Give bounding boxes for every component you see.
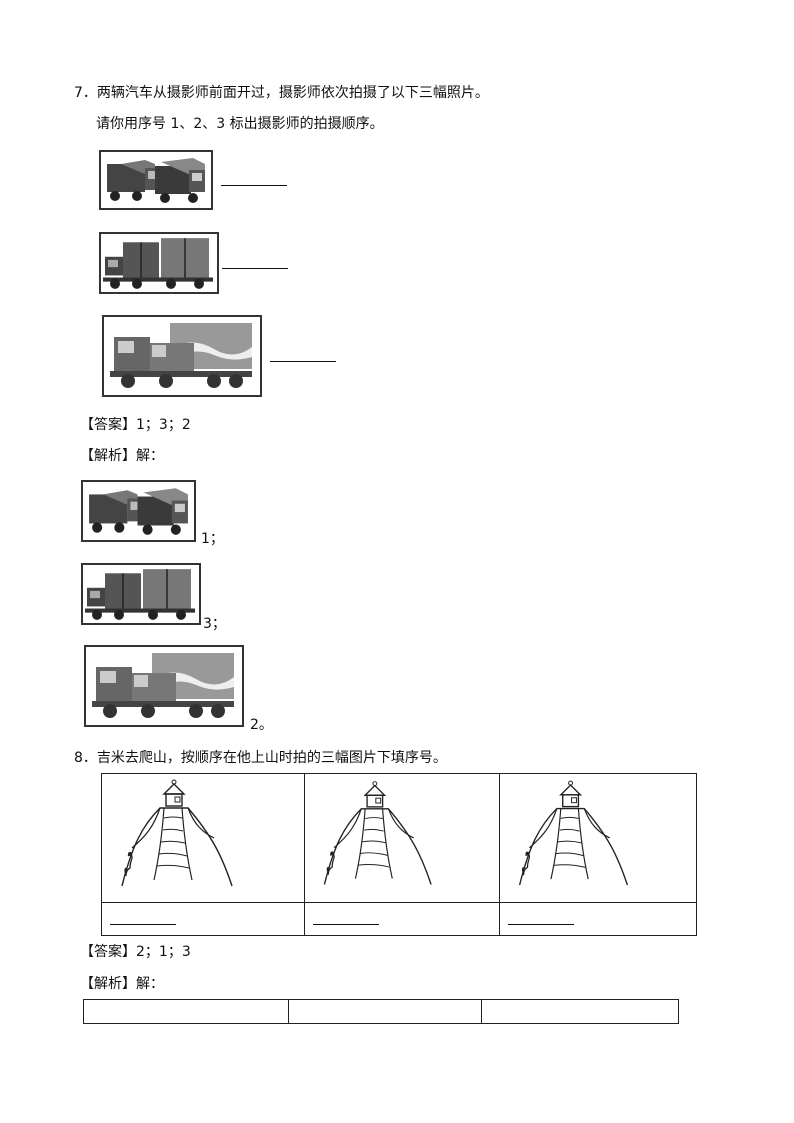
question-7-analysis: 【解析】解： bbox=[80, 447, 164, 465]
question-8-answer: 【答案】2；1；3 bbox=[80, 943, 191, 961]
analysis-label: 【解析】 bbox=[80, 448, 136, 464]
answer-label: 【答案】 bbox=[80, 944, 136, 960]
answer-cell[interactable] bbox=[101, 902, 305, 936]
question-7-number: 7． bbox=[74, 85, 97, 101]
analysis-cell bbox=[481, 999, 679, 1024]
analysis-text: 解： bbox=[136, 976, 164, 992]
question-8-analysis: 【解析】解： bbox=[80, 975, 164, 993]
answer-blank-3[interactable] bbox=[270, 361, 336, 362]
question-7-prompt: 7．两辆汽车从摄影师前面开过，摄影师依次拍摄了以下三幅照片。 bbox=[74, 84, 489, 102]
truck-photo-icon bbox=[102, 315, 262, 397]
picture-cell bbox=[498, 773, 697, 903]
question-8-line1: 吉米去爬山，按顺序在他上山时拍的三幅图片下填序号。 bbox=[96, 750, 447, 766]
picture-cell bbox=[303, 773, 500, 903]
analysis-table bbox=[83, 999, 679, 1024]
analysis-mark-2: 3； bbox=[203, 616, 226, 632]
answer-cell[interactable] bbox=[498, 902, 697, 936]
answer-blank[interactable] bbox=[312, 924, 379, 925]
analysis-text: 解： bbox=[136, 448, 164, 464]
answer-blank[interactable] bbox=[507, 924, 574, 925]
mountain-house-icon bbox=[305, 774, 499, 898]
question-8-number: 8． bbox=[74, 750, 97, 766]
answer-label: 【答案】 bbox=[80, 417, 136, 433]
mountain-picture-table bbox=[101, 773, 697, 936]
answer-text: 1；3；2 bbox=[136, 417, 191, 433]
analysis-cell bbox=[287, 999, 483, 1024]
analysis-mark-3: 2。 bbox=[250, 717, 273, 733]
question-7-instruction: 请你用序号 1、2、3 标出摄影师的拍摄顺序。 bbox=[96, 116, 384, 132]
question-7-answer: 【答案】1；3；2 bbox=[80, 416, 191, 434]
answer-blank-2[interactable] bbox=[222, 268, 288, 269]
truck-photo-icon bbox=[81, 563, 201, 625]
answer-cell[interactable] bbox=[303, 902, 500, 936]
picture-cell bbox=[101, 773, 305, 903]
analysis-label: 【解析】 bbox=[80, 976, 136, 992]
answer-blank-1[interactable] bbox=[221, 185, 287, 186]
question-8-prompt: 8．吉米去爬山，按顺序在他上山时拍的三幅图片下填序号。 bbox=[74, 749, 447, 767]
analysis-mark-1: 1； bbox=[201, 531, 224, 547]
answer-text: 2；1；3 bbox=[136, 944, 191, 960]
question-7-line1: 两辆汽车从摄影师前面开过，摄影师依次拍摄了以下三幅照片。 bbox=[96, 85, 489, 101]
truck-photo-icon bbox=[99, 232, 219, 294]
analysis-cell bbox=[83, 999, 289, 1024]
answer-blank[interactable] bbox=[110, 924, 176, 925]
truck-photo-icon bbox=[99, 150, 213, 210]
truck-photo-icon bbox=[84, 645, 244, 727]
truck-photo-icon bbox=[81, 480, 196, 542]
mountain-house-icon bbox=[500, 774, 696, 898]
mountain-house-icon bbox=[102, 774, 302, 898]
